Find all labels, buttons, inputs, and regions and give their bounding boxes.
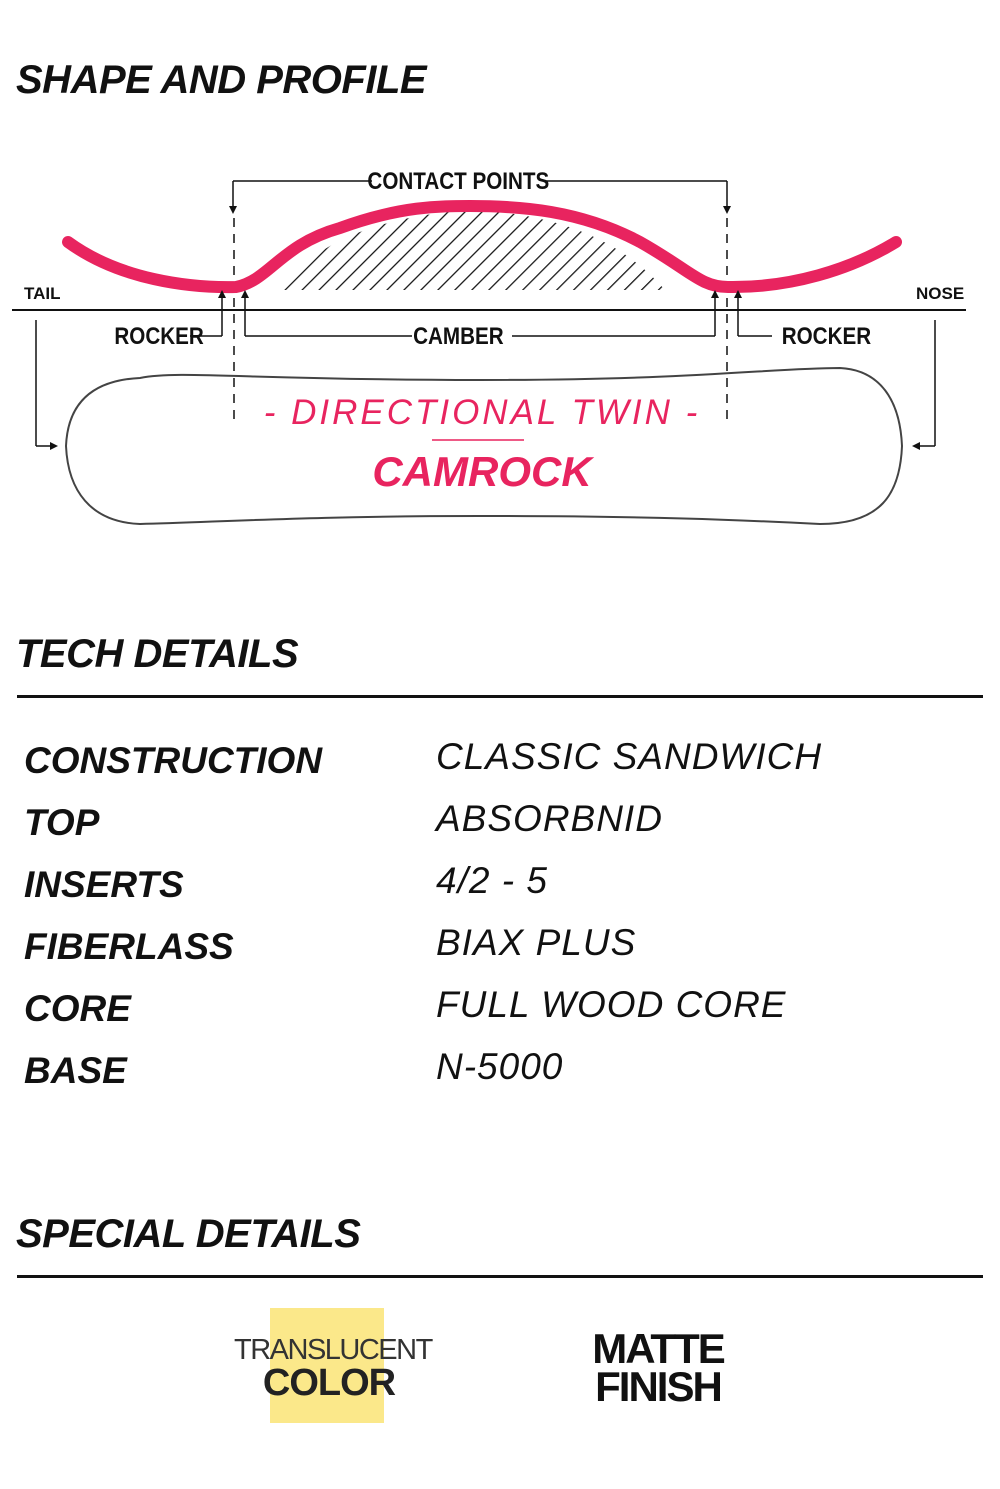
spec-value: FULL WOOD CORE (436, 984, 787, 1025)
profile-name-label: CAMROCK (372, 448, 594, 495)
spec-key: CONSTRUCTION (24, 740, 323, 781)
spec-row-inserts: INSERTS 4/2 - 5 (24, 860, 964, 926)
spec-key: FIBERLASS (24, 926, 234, 967)
badge-line-finish: FINISH (595, 1363, 723, 1410)
badge-line-matte: MATTE (592, 1325, 726, 1372)
badge-line-translucent: TRANSLUCENT (234, 1334, 433, 1366)
profile-diagram: CONTACT POINTS TAIL NOSE ROCKER CAMBER R… (12, 168, 966, 526)
nose-label: NOSE (916, 284, 964, 303)
matte-finish-badge: MATTE FINISH (578, 1328, 738, 1412)
spec-value: ABSORBNID (436, 798, 663, 839)
spec-value: BIAX PLUS (436, 922, 637, 963)
spec-table: CONSTRUCTION CLASSIC SANDWICH TOP ABSORB… (24, 736, 964, 1112)
camber-label: CAMBER (413, 323, 504, 350)
tail-label: TAIL (24, 284, 61, 303)
spec-row-base: BASE N-5000 (24, 1046, 964, 1112)
spec-row-core: CORE FULL WOOD CORE (24, 984, 964, 1050)
section-title-special: SPECIAL DETAILS (16, 1212, 361, 1256)
spec-row-construction: CONSTRUCTION CLASSIC SANDWICH (24, 736, 964, 802)
spec-key: CORE (24, 988, 131, 1029)
camber-hatch (280, 210, 665, 290)
spec-value: 4/2 - 5 (436, 860, 548, 901)
profile-curve (62, 199, 902, 294)
section-title-tech: TECH DETAILS (16, 632, 299, 676)
board-outline (64, 366, 904, 526)
contact-points-label: CONTACT POINTS (367, 168, 549, 195)
spec-key: INSERTS (24, 864, 184, 905)
spec-row-fiberglass: FIBERLASS BIAX PLUS (24, 922, 964, 988)
translucent-color-badge: TRANSLUCENT COLOR (234, 1308, 433, 1423)
rocker-right-label: ROCKER (782, 323, 871, 350)
rocker-left-label: ROCKER (114, 323, 203, 350)
badge-background (270, 1308, 384, 1423)
spec-key: TOP (24, 802, 100, 843)
tech-divider (17, 695, 983, 698)
special-divider (17, 1275, 983, 1278)
spec-row-top: TOP ABSORBNID (24, 798, 964, 864)
spec-value: N-5000 (436, 1046, 564, 1087)
badge-line-color: COLOR (262, 1362, 396, 1404)
shape-name-label: - DIRECTIONAL TWIN - (264, 393, 701, 432)
spec-value: CLASSIC SANDWICH (436, 736, 823, 777)
spec-key: BASE (24, 1050, 127, 1091)
section-title-shape: SHAPE AND PROFILE (16, 58, 427, 102)
